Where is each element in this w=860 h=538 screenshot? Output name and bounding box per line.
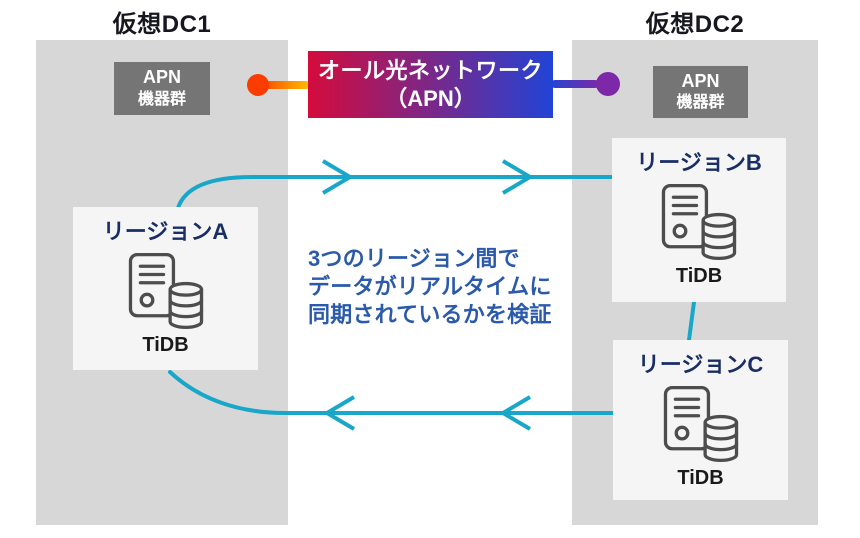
arrowhead-right-1 bbox=[321, 159, 354, 195]
region-a-label: リージョンA bbox=[102, 219, 229, 244]
region-a-box: リージョンA TiDB bbox=[73, 207, 258, 370]
server-database-icon bbox=[663, 386, 738, 462]
dc1-title: 仮想DC1 bbox=[112, 11, 212, 38]
verification-caption: 3つのリージョン間で データがリアルタイムに 同期されているかを検証 bbox=[308, 245, 552, 329]
caption-line: 同期されているかを検証 bbox=[308, 302, 552, 327]
dc2-title: 仮想DC2 bbox=[645, 11, 745, 38]
left-optical-link bbox=[256, 81, 310, 89]
apn-banner: オール光ネットワーク （APN） bbox=[308, 51, 553, 118]
region-c-box: リージョンC TiDB bbox=[613, 340, 788, 500]
dc1-apn-equipment-box: APN 機器群 bbox=[114, 62, 210, 115]
dc2-apn-equipment-box: APN 機器群 bbox=[653, 66, 748, 118]
region-b-label: リージョンB bbox=[636, 150, 762, 175]
apn-equipment-label: 機器群 bbox=[676, 94, 725, 112]
arrowhead-left-2 bbox=[499, 395, 532, 431]
caption-line: データがリアルタイムに bbox=[308, 274, 552, 299]
tidb-label: TiDB bbox=[675, 265, 723, 287]
region-c-label: リージョンC bbox=[637, 352, 764, 377]
apn-equipment-label: APN bbox=[142, 67, 181, 88]
arrowhead-right-2 bbox=[501, 159, 534, 195]
server-database-icon bbox=[661, 184, 737, 260]
caption-line: 3つのリージョン間で bbox=[308, 246, 520, 271]
apn-equipment-label: 機器群 bbox=[137, 90, 186, 108]
right-link-endpoint-dot bbox=[596, 72, 620, 96]
apn-banner-label: （APN） bbox=[385, 85, 476, 111]
server-database-icon bbox=[128, 253, 203, 329]
tidb-label: TiDB bbox=[677, 467, 724, 489]
apn-banner-label: オール光ネットワーク bbox=[317, 58, 543, 83]
arrowhead-left-1 bbox=[323, 395, 356, 431]
region-b-box: リージョンB TiDB bbox=[612, 138, 786, 302]
apn-equipment-label: APN bbox=[681, 70, 720, 91]
left-link-endpoint-dot bbox=[247, 74, 269, 96]
tidb-label: TiDB bbox=[142, 334, 189, 356]
right-optical-link bbox=[551, 80, 599, 88]
